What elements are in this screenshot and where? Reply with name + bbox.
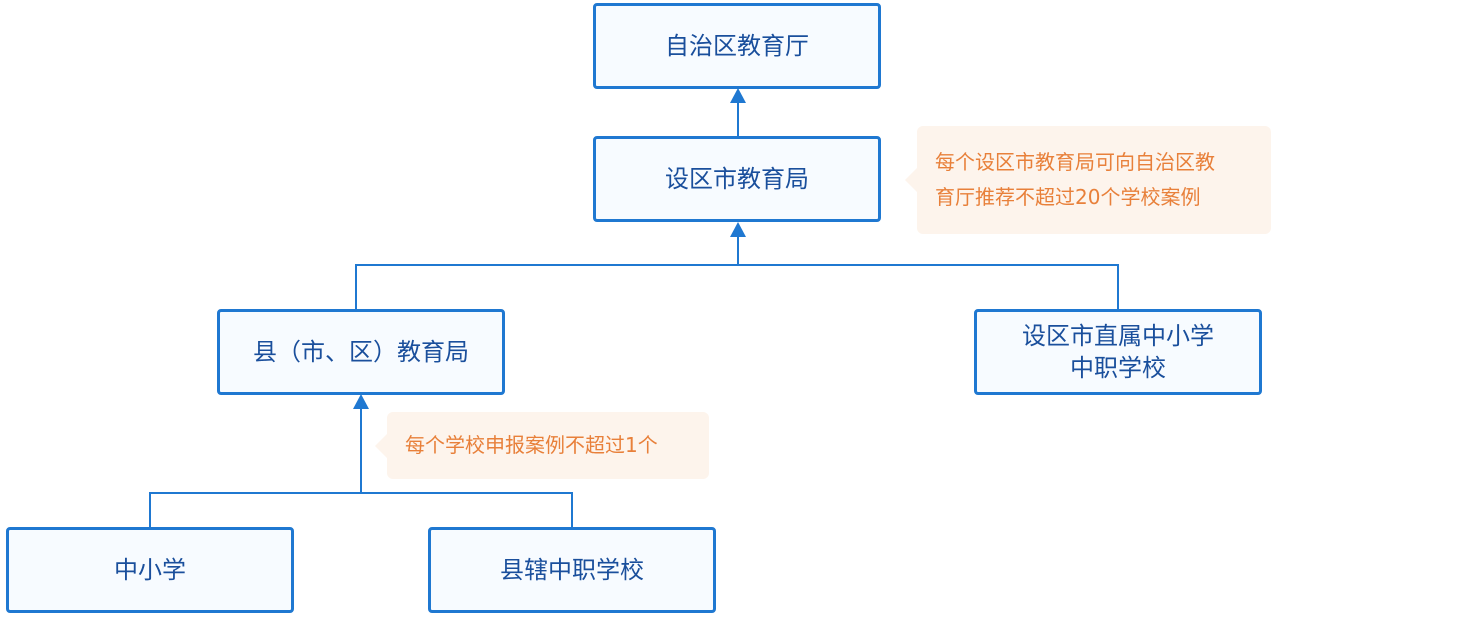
connector-branch-to-county (149, 492, 573, 527)
node-county-education-bureau: 县（市、区）教育局 (217, 309, 505, 395)
node-label: 县辖中职学校 (500, 556, 644, 584)
note-line: 育厅推荐不超过20个学校案例 (935, 185, 1201, 209)
arrowhead-county (353, 394, 369, 409)
node-label: 设区市教育局 (665, 165, 809, 193)
note-line: 每个学校申报案例不超过1个 (405, 433, 658, 457)
note-school-submission-limit: 每个学校申报案例不超过1个 (375, 412, 709, 479)
node-label: 自治区教育厅 (665, 32, 809, 60)
node-label: 中小学 (114, 556, 186, 584)
node-label: 县（市、区）教育局 (253, 338, 469, 366)
node-county-vocational-schools: 县辖中职学校 (428, 527, 716, 613)
note-city-recommendation-limit: 每个设区市教育局可向自治区教 育厅推荐不超过20个学校案例 (905, 126, 1271, 234)
arrowhead-city (730, 222, 746, 237)
node-city-direct-schools: 设区市直属中小学 中职学校 (974, 309, 1262, 395)
node-region-education-department: 自治区教育厅 (593, 3, 881, 89)
node-city-education-bureau: 设区市教育局 (593, 136, 881, 222)
node-label: 设区市直属中小学 (1022, 322, 1214, 350)
node-label: 中职学校 (1070, 354, 1166, 382)
arrowhead-region (730, 88, 746, 103)
note-line: 每个设区市教育局可向自治区教 (935, 150, 1215, 174)
connector-branch-to-city (355, 264, 1119, 309)
node-primary-secondary-schools: 中小学 (6, 527, 294, 613)
